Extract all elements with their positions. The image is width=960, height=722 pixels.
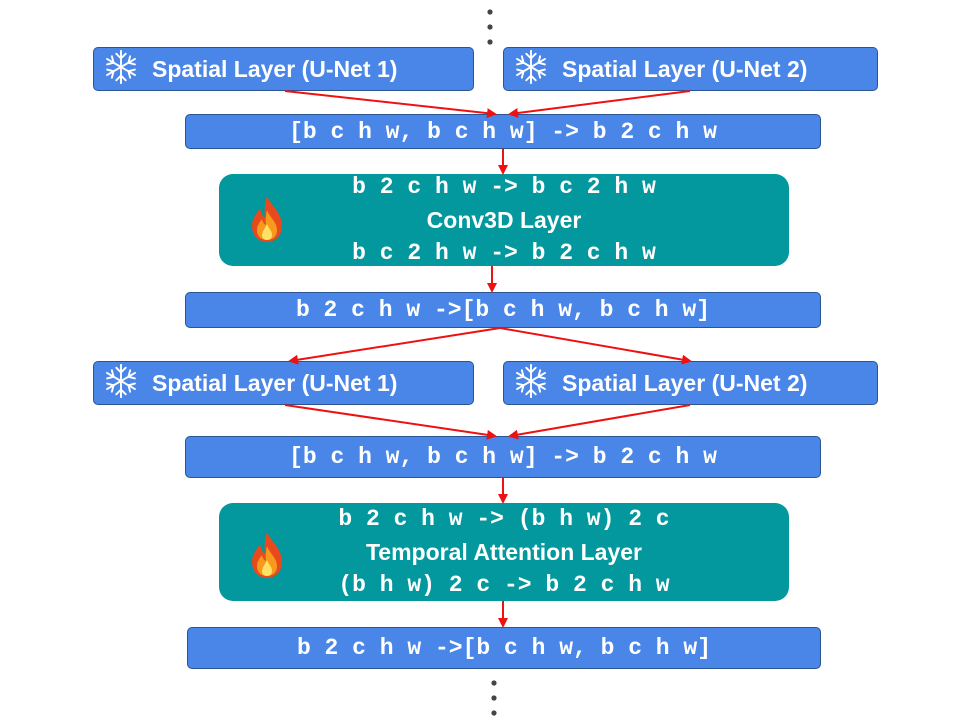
arrow bbox=[284, 404, 497, 440]
conv3d-layer-box: b 2 c h w -> b c 2 h w Conv3D Layer b c … bbox=[219, 174, 789, 266]
fire-icon bbox=[249, 194, 285, 249]
merge-reshape-box: [b c h w, b c h w] -> b 2 c h w bbox=[185, 436, 821, 478]
vertical-ellipsis-icon bbox=[486, 8, 494, 51]
arrow bbox=[288, 327, 501, 365]
layer-input-reshape: b 2 c h w -> (b h w) 2 c bbox=[338, 505, 670, 532]
layer-name: Temporal Attention Layer bbox=[365, 538, 643, 565]
arrow bbox=[499, 327, 692, 365]
spatial-layer-unet1: Spatial Layer (U-Net 1) bbox=[93, 47, 474, 91]
arrow bbox=[284, 90, 497, 119]
split-reshape-box: b 2 c h w ->[b c h w, b c h w] bbox=[185, 292, 821, 328]
snowflake-icon bbox=[510, 362, 552, 405]
merge-reshape-text: [b c h w, b c h w] -> b 2 c h w bbox=[289, 118, 717, 145]
spatial-layer-unet1: Spatial Layer (U-Net 1) bbox=[93, 361, 474, 405]
layer-input-reshape: b 2 c h w -> b c 2 h w bbox=[352, 173, 656, 200]
vertical-ellipsis-icon bbox=[490, 679, 498, 722]
temporal-attention-layer-box: b 2 c h w -> (b h w) 2 c Temporal Attent… bbox=[219, 503, 789, 601]
arrow bbox=[508, 90, 691, 118]
fire-icon bbox=[249, 530, 285, 585]
snowflake-icon bbox=[100, 48, 142, 91]
layer-output-reshape: (b h w) 2 c -> b 2 c h w bbox=[338, 571, 670, 598]
spatial-layer-unet2: Spatial Layer (U-Net 2) bbox=[503, 47, 878, 91]
snowflake-icon bbox=[100, 362, 142, 405]
spatial-layer-label: Spatial Layer (U-Net 1) bbox=[152, 55, 398, 82]
split-reshape-text: b 2 c h w ->[b c h w, b c h w] bbox=[296, 635, 712, 661]
layer-output-reshape: b c 2 h w -> b 2 c h w bbox=[352, 239, 656, 266]
arrow bbox=[508, 404, 691, 440]
split-reshape-text: b 2 c h w ->[b c h w, b c h w] bbox=[295, 297, 711, 323]
merge-reshape-box: [b c h w, b c h w] -> b 2 c h w bbox=[185, 114, 821, 149]
spatial-layer-label: Spatial Layer (U-Net 1) bbox=[152, 369, 398, 396]
layer-name: Conv3D Layer bbox=[426, 206, 582, 233]
snowflake-icon bbox=[510, 48, 552, 91]
split-reshape-box: b 2 c h w ->[b c h w, b c h w] bbox=[187, 627, 821, 669]
merge-reshape-text: [b c h w, b c h w] -> b 2 c h w bbox=[289, 444, 717, 470]
spatial-layer-label: Spatial Layer (U-Net 2) bbox=[562, 55, 808, 82]
spatial-layer-label: Spatial Layer (U-Net 2) bbox=[562, 369, 808, 396]
